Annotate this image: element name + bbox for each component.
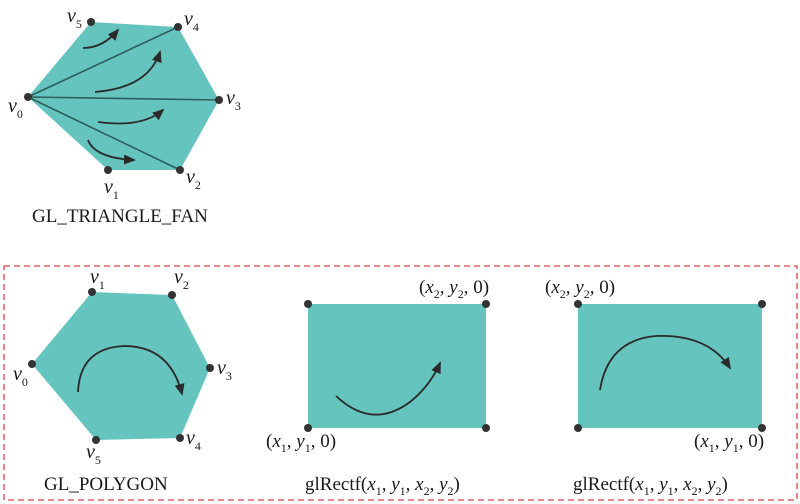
fan-arrows xyxy=(82,28,165,165)
rect-right-figure: (x2, y2, 0) (x1, y1, 0) glRectf(x1, y1, … xyxy=(545,277,766,498)
fan-label-v0: v0 xyxy=(8,95,23,121)
rect-left-shape xyxy=(308,304,486,428)
polygon-label-v5: v5 xyxy=(86,441,101,467)
rect-right-caption: glRectf(x1, y1, x2, y2) xyxy=(573,474,728,498)
polygon-label-v0: v0 xyxy=(13,363,28,389)
rect-right-corner-dots xyxy=(574,300,766,432)
fan-caption: GL_TRIANGLE_FAN xyxy=(32,206,208,227)
rect-left-corner-dots xyxy=(304,300,490,432)
rect-right-shape xyxy=(578,304,762,428)
rect-right-arrow xyxy=(599,335,732,391)
fan-label-v3: v3 xyxy=(226,87,241,113)
fan-shape xyxy=(28,22,219,170)
polygon-label-v4: v4 xyxy=(186,427,201,453)
fan-label-v5: v5 xyxy=(67,5,82,31)
polygon-shape xyxy=(32,292,210,440)
grouping-frame xyxy=(3,265,798,501)
polygon-vertex-dots xyxy=(28,288,214,444)
rect-left-corner-bottom: (x1, y1, 0) xyxy=(266,431,336,455)
fan-label-v1: v1 xyxy=(104,176,119,202)
rect-left-figure: (x2, y2, 0) (x1, y1, 0) glRectf(x1, y1, … xyxy=(266,277,490,498)
fan-vertex-dots xyxy=(24,18,223,174)
rect-right-corner-bottom: (x1, y1, 0) xyxy=(694,431,764,455)
rect-left-corner-top: (x2, y2, 0) xyxy=(419,277,489,301)
fan-edges xyxy=(27,26,220,171)
rect-left-arrow xyxy=(335,361,441,416)
polygon-arrow xyxy=(77,345,185,396)
fan-label-v2: v2 xyxy=(186,166,201,192)
rect-left-caption: glRectf(x1, y1, x2, y2) xyxy=(305,474,460,498)
polygon-figure: v0 v1 v2 v3 v4 v5 GL_POLYGON xyxy=(13,266,232,495)
rect-right-corner-top: (x2, y2, 0) xyxy=(545,277,615,301)
polygon-caption: GL_POLYGON xyxy=(44,474,168,495)
polygon-label-v2: v2 xyxy=(174,266,189,292)
polygon-label-v1: v1 xyxy=(90,266,105,292)
triangle-fan-figure: v0 v1 v2 v3 v4 v5 GL_TRIANGLE_FAN xyxy=(8,5,241,227)
polygon-label-v3: v3 xyxy=(217,357,232,383)
fan-label-v4: v4 xyxy=(184,8,199,34)
